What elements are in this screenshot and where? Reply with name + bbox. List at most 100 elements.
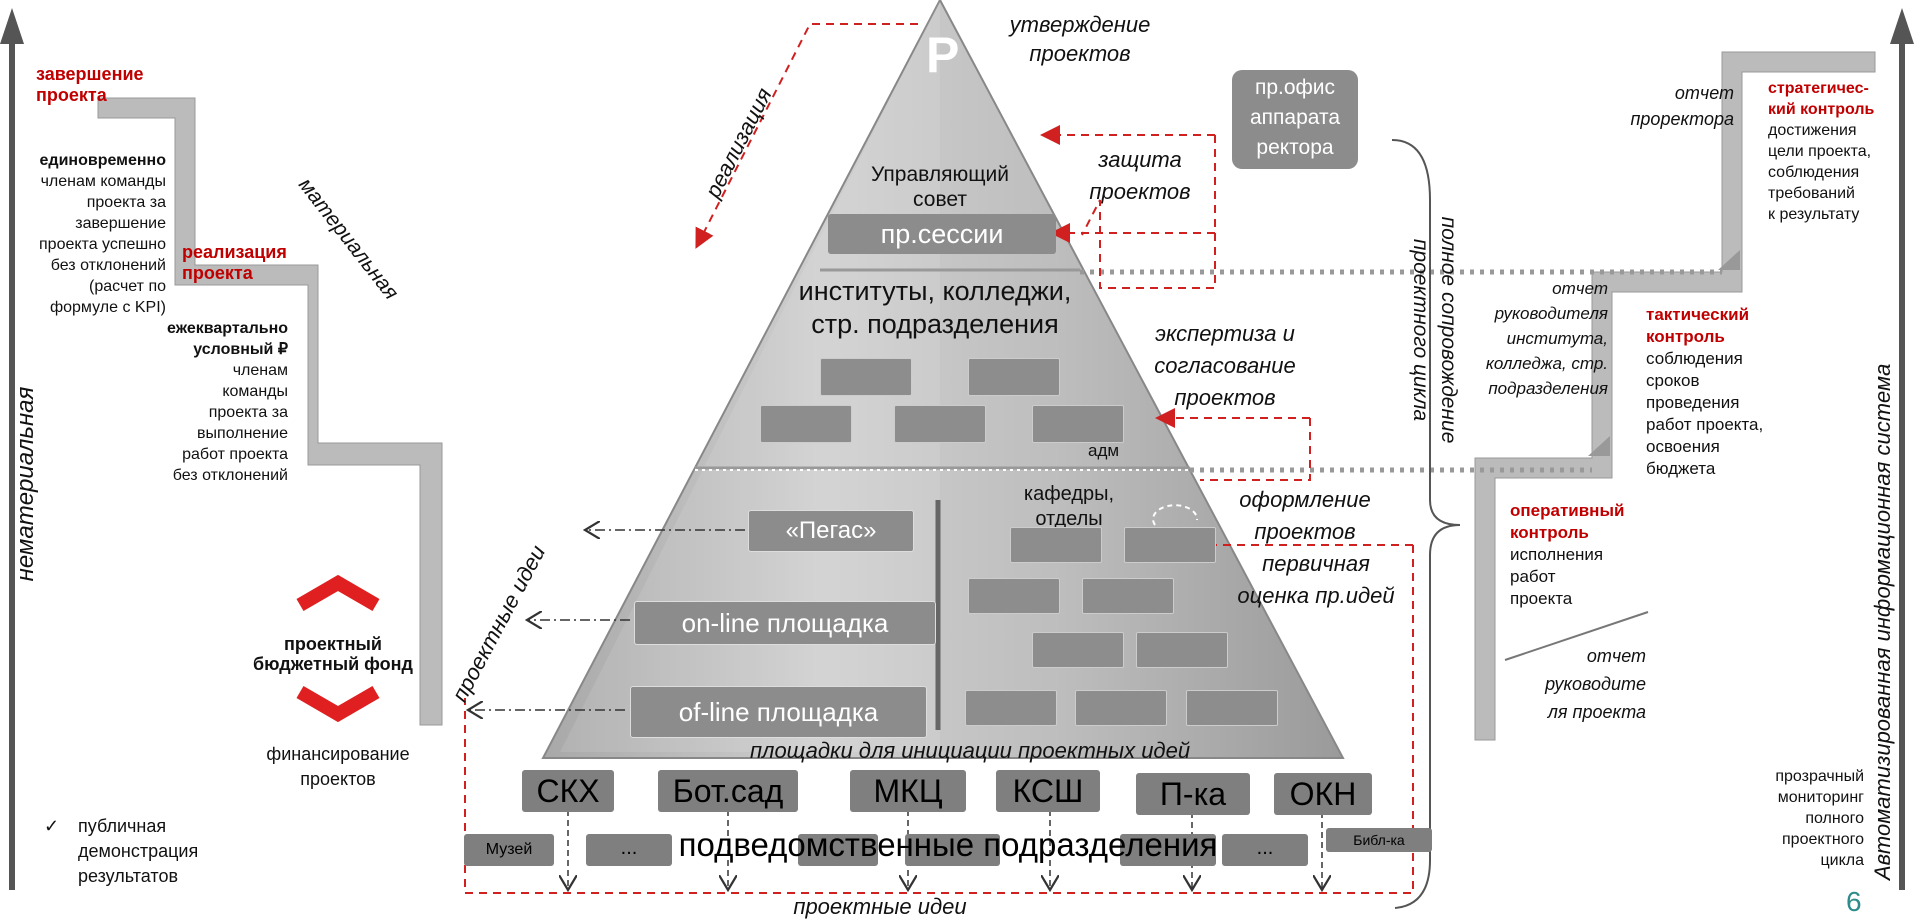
completion-line: (расчет по	[89, 278, 166, 295]
expertise-label: экспертиза и согласование проектов	[1130, 318, 1320, 414]
unit-ellipsis: ...	[586, 834, 672, 866]
strategic-line: цели проекта,	[1768, 143, 1872, 160]
expertise-line: экспертиза и	[1155, 321, 1295, 346]
manager-report-line: отчет	[1586, 646, 1646, 666]
primary-line: первичная	[1262, 551, 1370, 576]
unit-library: Библ-ка	[1326, 828, 1432, 852]
block	[1082, 578, 1174, 614]
strategic-line: к результату	[1768, 206, 1860, 223]
financing-label: финансирование проектов	[238, 742, 438, 792]
defense-line: защита	[1098, 147, 1182, 172]
unit-mkc: МКЦ	[850, 770, 966, 812]
unit-museum: Музей	[464, 834, 554, 866]
left-staircase	[97, 97, 443, 726]
quarterly-line: проекта за	[208, 404, 288, 421]
fund-label-line: бюджетный фонд	[253, 654, 413, 674]
institutes-line: стр. подразделения	[811, 309, 1059, 339]
expertise-line: согласование	[1154, 353, 1296, 378]
public-demo-line: результатов	[78, 866, 179, 886]
council-line: совет	[913, 188, 967, 211]
unit-skh: СКХ	[522, 770, 614, 812]
rector-report-line: проректора	[1630, 109, 1734, 129]
completion-bold: единовременно	[39, 152, 166, 169]
left-axis-label: нематериальная	[12, 386, 39, 582]
rector-report: отчет проректора	[1580, 80, 1734, 132]
subordinate-caption: подведомственные подразделения	[678, 826, 1218, 863]
operative-line: работ	[1510, 567, 1556, 586]
quarterly-line: команды	[222, 383, 288, 400]
approval-line: утверждение	[1009, 12, 1151, 37]
unit-pka: П-ка	[1136, 773, 1250, 815]
project-ideas-bottom: проектные идеи	[793, 894, 967, 919]
primary-label: первичная оценка пр.идей	[1216, 548, 1416, 612]
operative-title: оперативный	[1510, 501, 1625, 520]
monitoring-line: прозрачный	[1775, 768, 1864, 785]
block	[1010, 527, 1102, 563]
manager-report: отчет руководите ля проекта	[1500, 642, 1646, 726]
completion-title: завершение проекта	[36, 64, 144, 105]
institutes-label: институты, колледжи, стр. подразделения	[770, 275, 1100, 341]
quarterly-line: без отклонений	[172, 467, 288, 484]
strategic-title: кий контроль	[1768, 101, 1875, 118]
office-line: аппарата	[1249, 106, 1341, 129]
financing-line: финансирование	[266, 744, 410, 764]
block	[1032, 405, 1124, 443]
tactical-line: сроков	[1646, 371, 1700, 390]
fund-label-line: проектный	[283, 634, 382, 654]
pegas-box: «Пегас»	[748, 510, 914, 552]
right-axis-label: Автоматизированная информационная систем…	[1870, 363, 1895, 880]
chevron-up-icon	[296, 574, 380, 612]
check-icon: ✓	[44, 816, 60, 836]
rector-office-box: пр.офис аппарата ректора	[1232, 70, 1358, 169]
manager-report-line: руководите	[1545, 674, 1646, 694]
head-report-line: руководителя	[1494, 304, 1608, 323]
block	[965, 690, 1057, 726]
offline-box: of-line площадка	[630, 686, 927, 738]
block	[968, 578, 1060, 614]
completion-line: без отклонений	[50, 257, 166, 274]
head-report-line: подразделения	[1488, 379, 1608, 398]
fund-label: проектный бюджетный фонд	[228, 634, 438, 674]
implementation-title: реализация проекта	[182, 242, 287, 283]
head-report-line: колледжа, стр.	[1485, 354, 1608, 373]
monitoring-line: полного	[1805, 810, 1864, 827]
operative-line: проекта	[1510, 589, 1573, 608]
block	[1075, 690, 1167, 726]
unit-botsad: Бот.сад	[658, 770, 798, 812]
online-box: on-line площадка	[634, 601, 936, 645]
primary-line: оценка пр.идей	[1237, 583, 1395, 608]
tactical-line: освоения	[1646, 437, 1720, 456]
quarterly-line: выполнение	[197, 425, 288, 442]
monitoring-text: прозрачный мониторинг полного проектного…	[1720, 766, 1864, 871]
right-axis-arrow	[1890, 8, 1914, 890]
sessions-box: пр.сессии	[828, 214, 1056, 254]
operative-control: оперативный контроль исполнения работ пр…	[1510, 500, 1660, 610]
block	[1136, 632, 1228, 668]
completion-text-block: единовременно членам команды проекта за …	[0, 150, 166, 318]
block	[760, 405, 852, 443]
operative-title: контроль	[1510, 523, 1589, 542]
manager-report-line: ля проекта	[1547, 702, 1646, 722]
financing-line: проектов	[300, 769, 376, 789]
public-demo-line: демонстрация	[78, 841, 199, 861]
registration-label: оформление проектов	[1225, 484, 1385, 548]
registration-line: проектов	[1254, 519, 1356, 544]
completion-line: проекта успешно	[39, 236, 166, 253]
monitoring-line: проектного	[1782, 831, 1864, 848]
tactical-line: работ проекта,	[1646, 415, 1764, 434]
platforms-caption: площадки для инициации проектных идей	[749, 738, 1191, 763]
block	[894, 405, 986, 443]
quarterly-bold: ежеквартально	[167, 320, 288, 337]
institutes-line: институты, колледжи,	[798, 276, 1072, 306]
quarterly-text-block: ежеквартально условный ₽ членам команды …	[130, 318, 288, 486]
quarterly-bold: условный ₽	[193, 341, 288, 358]
strategic-line: достижения	[1768, 122, 1857, 139]
block	[968, 358, 1060, 396]
pyramid	[541, 0, 1345, 759]
completion-line: формуле с KPI)	[49, 299, 166, 316]
strategic-line: соблюдения	[1768, 164, 1860, 181]
block	[820, 358, 912, 396]
unit-blank	[1120, 834, 1216, 866]
right-staircase	[1474, 51, 1876, 741]
